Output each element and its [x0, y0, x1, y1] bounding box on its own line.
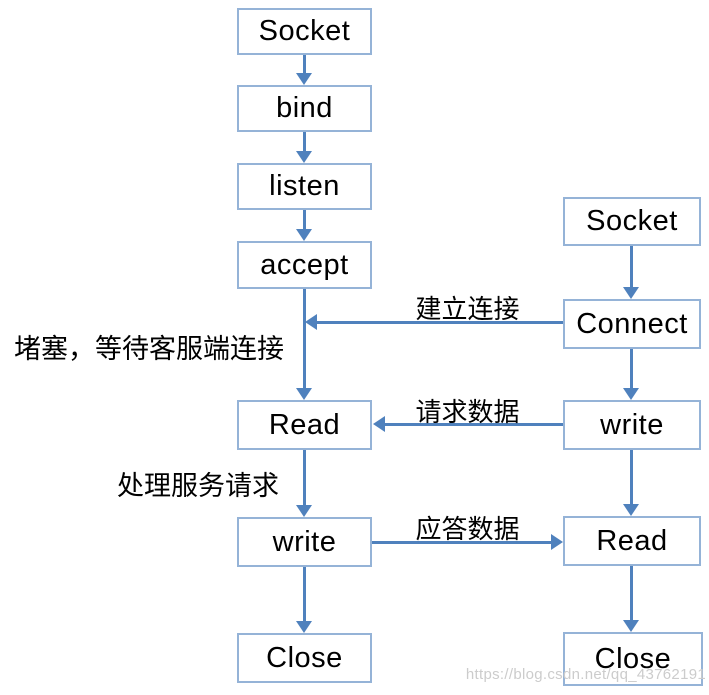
- server-write-box: write: [237, 517, 372, 567]
- server-accept-box: accept: [237, 241, 372, 289]
- process-request-annotation: 处理服务请求: [117, 471, 279, 501]
- client-connect-box: Connect: [563, 299, 701, 349]
- establish-connection-label: 建立连接: [415, 294, 520, 324]
- client-write-box: write: [563, 400, 701, 450]
- server-read-box: Read: [237, 400, 372, 450]
- server-socket-box: Socket: [237, 8, 372, 55]
- server-close-box: Close: [237, 633, 372, 683]
- server-listen-box: listen: [237, 163, 372, 210]
- client-close-box: Close: [563, 632, 703, 686]
- client-read-box: Read: [563, 516, 701, 566]
- client-socket-box: Socket: [563, 197, 701, 246]
- blocking-wait-annotation: 堵塞，等待客服端连接: [14, 334, 284, 364]
- request-data-label: 请求数据: [415, 397, 520, 427]
- csdn-watermark: https://blog.csdn.net/qq_43762191: [465, 666, 706, 683]
- server-bind-box: bind: [237, 85, 372, 132]
- response-data-label: 应答数据: [415, 514, 520, 544]
